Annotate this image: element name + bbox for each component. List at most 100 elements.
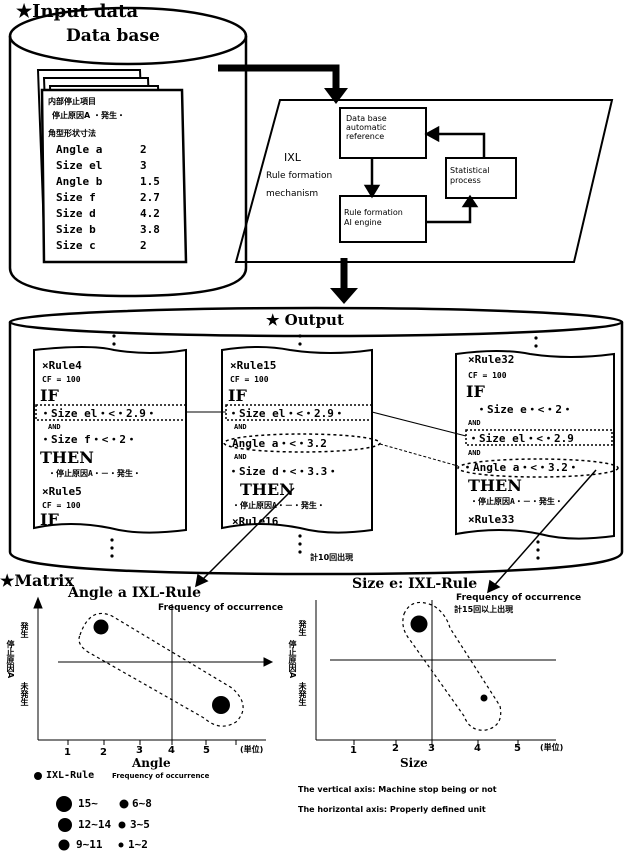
ixl-mechanism: mechanism <box>266 190 318 199</box>
param-name: Size d <box>56 208 96 219</box>
legend-item-6-8: 6~8 <box>132 798 152 809</box>
legend-item-9-11: 9~11 <box>76 839 103 850</box>
rule32-cond1: ・Size e・<・2・ <box>476 404 573 415</box>
rule15-then: THEN <box>240 482 294 498</box>
param-name: Size c <box>56 240 96 251</box>
rule32-and2: AND <box>468 450 481 457</box>
right-matrix-ytop: 発生 <box>298 620 306 636</box>
legend-title-sub: Frequency of occurrence <box>112 773 209 780</box>
rule15-cond2: Angle a・<・3.2 <box>232 438 327 449</box>
legend-item-12-14: 12~14 <box>78 819 111 830</box>
right-tick-5: 5 <box>514 744 521 754</box>
ixl-to-output-arrow <box>330 258 358 304</box>
right-matrix-ybottom: 未発生 <box>298 682 306 706</box>
matrix-title: ★Matrix <box>0 573 74 589</box>
left-tick-5: 5 <box>203 746 210 756</box>
left-point-large-2 <box>212 696 230 714</box>
left-matrix-ytop: 発生 <box>20 622 28 638</box>
rule16-label: ×Rule16 <box>232 516 278 527</box>
left-tick-3: 3 <box>136 746 143 756</box>
left-matrix-ybottom: 未発生 <box>20 682 28 706</box>
rule15-label: ×Rule15 <box>230 360 276 371</box>
box-database-reference: Data base automatic reference <box>346 114 387 142</box>
right-matrix-title: Size e: IXL-Rule <box>352 577 477 591</box>
database-label: Data base <box>66 28 160 45</box>
legend-item-3-5: 3~5 <box>130 819 150 830</box>
right-matrix-freq: Frequency of occurrence <box>456 594 581 603</box>
rule32-label: ×Rule32 <box>468 354 514 365</box>
left-matrix-axes <box>34 598 272 745</box>
output-title: ★ Output <box>266 313 344 328</box>
right-xlabel: Size <box>400 757 428 769</box>
param-value: 2 <box>140 240 147 251</box>
legend-item-1-2: 1~2 <box>128 839 148 850</box>
rule4-cond1: ・Size el・<・2.9・ <box>40 408 157 419</box>
rule4-label: ×Rule4 <box>42 360 82 371</box>
left-tick-4: 4 <box>168 746 175 756</box>
rule32-cond3: ・Angle a・<・3.2・ <box>462 462 579 473</box>
param-value: 4.2 <box>140 208 160 219</box>
right-tick-3: 3 <box>428 744 435 754</box>
left-point-large-1 <box>94 620 109 635</box>
rule15-if: IF <box>228 388 247 404</box>
rule32-cf: CF = 100 <box>468 372 507 380</box>
rule4-cf: CF = 100 <box>42 376 81 384</box>
left-unit: (単位) <box>240 746 263 754</box>
ixl-rule-formation: Rule formation <box>266 172 332 181</box>
rule32-and1: AND <box>468 420 481 427</box>
rule5-label: ×Rule5 <box>42 486 82 497</box>
right-point-large <box>411 616 428 633</box>
sheet-line3: 角型形状寸法 <box>48 130 96 138</box>
box-statistical-process: Statistical process <box>450 166 490 185</box>
legend-title: IXL-Rule <box>46 771 94 781</box>
left-matrix-title: Angle a IXL-Rule <box>68 586 201 600</box>
left-tick-2: 2 <box>100 748 107 758</box>
param-name: Size el <box>56 160 102 171</box>
rule32-result: ・停止原因A・－・発生・ <box>470 498 563 506</box>
input-to-ixl-arrow <box>218 68 348 104</box>
rule4-result: ・停止原因A・－・発生・ <box>48 470 141 478</box>
rule15-and2: AND <box>234 454 247 461</box>
right-tick-2: 2 <box>392 744 399 754</box>
sheet-line1: 内部停止項目 <box>48 98 96 106</box>
left-tick-1: 1 <box>64 748 71 758</box>
right-point-small <box>481 695 488 702</box>
rule15-and1: AND <box>234 424 247 431</box>
param-value: 2.7 <box>140 192 160 203</box>
box-rule-engine: Rule formation AI engine <box>344 208 403 227</box>
param-value: 1.5 <box>140 176 160 187</box>
rule5-cf: CF = 100 <box>42 502 81 510</box>
rule32-cond2: ・Size el・<・2.9 <box>468 433 574 444</box>
left-xlabel: Angle <box>132 757 171 769</box>
rule4-cond2: ・Size f・<・2・ <box>40 434 137 445</box>
left-matrix-ylabel: 停止原因A <box>6 640 14 678</box>
rule4-and: AND <box>48 424 61 431</box>
rule15-cond3: ・Size d・<・3.3・ <box>228 466 338 477</box>
rule15-cond1: ・Size el・<・2.9・ <box>228 408 345 419</box>
rule5-if: IF <box>40 512 59 528</box>
output-count: 計10回出現 <box>310 554 353 562</box>
note-horizontal-axis: The horizontal axis: Properly defined un… <box>298 806 486 814</box>
rule33-label: ×Rule33 <box>468 514 514 525</box>
right-tick-4: 4 <box>474 744 481 754</box>
left-matrix-freq: Frequency of occurrence <box>158 604 283 613</box>
rule4-then: THEN <box>40 450 94 466</box>
note-vertical-axis: The vertical axis: Machine stop being or… <box>298 786 497 794</box>
right-matrix-ylabel: 停止原因A <box>288 640 296 678</box>
right-matrix-count: 計15回以上出現 <box>454 606 513 614</box>
param-value: 3 <box>140 160 147 171</box>
right-matrix-axes <box>316 600 556 745</box>
rule32-then: THEN <box>468 478 522 494</box>
param-name: Size f <box>56 192 96 203</box>
sheet-line2: 停止原因A ・発生・ <box>52 112 125 120</box>
param-value: 2 <box>140 144 147 155</box>
right-unit: (単位) <box>540 744 563 752</box>
rule15-result: ・停止原因A・－・発生・ <box>232 502 325 510</box>
param-name: Angle b <box>56 176 102 187</box>
ixl-label: IXL <box>284 152 301 163</box>
param-name: Angle a <box>56 144 102 155</box>
legend-item-15plus: 15~ <box>78 798 98 809</box>
param-name: Size b <box>56 224 96 235</box>
input-title: ★Input data <box>16 3 138 21</box>
rule15-cf: CF = 100 <box>230 376 269 384</box>
